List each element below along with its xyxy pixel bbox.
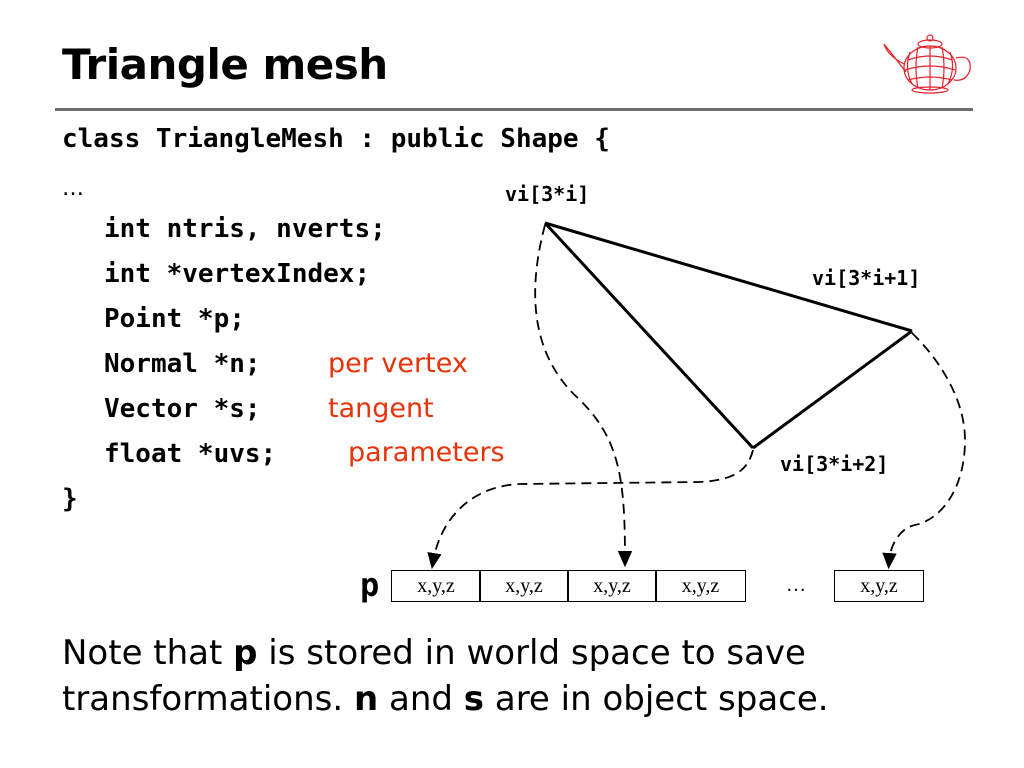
slide-title: Triangle mesh (62, 40, 388, 89)
annotation-per-vertex: per vertex (328, 348, 468, 379)
code-line-close: } (62, 484, 78, 514)
dashed-arrow-vertex1 (882, 332, 966, 570)
code-line-class: class TriangleMesh : public Shape { (62, 124, 610, 154)
code-line-vector: Vector *s; (104, 394, 261, 424)
annotation-tangent: tangent (328, 393, 434, 424)
note-text: are in object space. (484, 679, 829, 719)
code-line-ellipsis: … (62, 176, 84, 201)
code-line-point: Point *p; (104, 304, 245, 334)
array-cell: x,y,z (479, 570, 569, 602)
note-bold-p: p (233, 633, 258, 673)
triangle (543, 221, 913, 450)
dashed-arrow-vertex0 (534, 224, 633, 568)
vertex-label-1: vi[3*i+1] (812, 266, 921, 290)
array-gap-ellipsis: … (786, 574, 806, 596)
array-label-p: p (360, 566, 380, 604)
array-cell-last: x,y,z (834, 570, 924, 602)
footnote: Note that p is stored in world space to … (62, 630, 962, 722)
teapot-icon (883, 34, 971, 94)
dashed-arrow-vertex2 (427, 449, 754, 570)
note-text: Note that (62, 633, 234, 673)
note-text: and (378, 679, 464, 719)
vertex-label-2: vi[3*i+2] (780, 452, 889, 476)
annotation-parameters: parameters (348, 437, 505, 468)
note-bold-s: s (463, 679, 485, 719)
title-divider (55, 108, 973, 111)
code-line-float: float *uvs; (104, 439, 277, 469)
array-cell: x,y,z (391, 570, 481, 602)
vertex-label-0: vi[3*i] (505, 182, 590, 206)
code-line-ints: int ntris, nverts; (104, 214, 386, 244)
code-line-normal: Normal *n; (104, 349, 261, 379)
code-line-vertex-index: int *vertexIndex; (104, 259, 371, 289)
note-text: is stored in world space to save transfo… (62, 633, 806, 719)
array-cell: x,y,z (567, 570, 657, 602)
array-cell: x,y,z (655, 570, 746, 602)
note-bold-n: n (353, 679, 379, 719)
